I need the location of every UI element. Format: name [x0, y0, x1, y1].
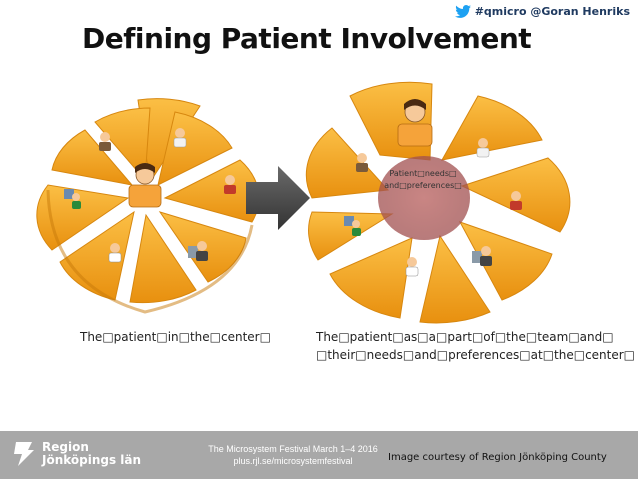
right-caption: The□patient□as□a□part□of□the□team□and□ □… — [316, 328, 636, 364]
specialist-icon — [472, 246, 492, 266]
twitter-bird-icon — [454, 5, 471, 18]
overlay-line: and□preferences□ — [384, 181, 462, 190]
pie-slice — [419, 234, 491, 324]
pie-slice — [51, 129, 134, 186]
computer-user-icon — [344, 216, 361, 236]
specialist-icon — [188, 241, 208, 261]
transition-arrow — [246, 166, 310, 230]
footer-bar — [0, 431, 638, 479]
caregiver-icon — [108, 243, 122, 263]
logo-line: Jönköpings län — [42, 453, 142, 467]
pie-slice — [305, 127, 390, 199]
twitter-tag: #qmicro @Goran Henriks — [454, 5, 630, 18]
doctor-icon — [173, 128, 187, 148]
pie-slice — [329, 237, 413, 319]
computer-user-icon — [64, 189, 81, 209]
staff-icon — [99, 132, 111, 151]
overlay-line: Patient□needs□ — [389, 169, 457, 178]
slide-title: Defining Patient Involvement — [82, 22, 532, 55]
doctor-icon — [476, 138, 490, 158]
pie-slice — [308, 211, 394, 261]
nurse-icon — [224, 175, 236, 194]
involvement-diagram — [36, 81, 571, 324]
region-logo: Region Jönköpings län — [12, 440, 141, 468]
staff-icon — [356, 153, 368, 172]
pie-slice — [458, 221, 553, 301]
right-pie — [305, 81, 571, 324]
pie-slice — [94, 107, 151, 182]
left-caption: The□patient□in□the□center□ — [80, 330, 271, 344]
pie-slice — [36, 184, 130, 251]
pie-slice — [129, 213, 197, 304]
logo-line: Region — [42, 440, 89, 454]
region-logo-icon — [14, 442, 34, 466]
needs-overlay-circle — [378, 156, 470, 240]
pie-slice — [441, 95, 543, 161]
pie-edge — [46, 189, 254, 314]
left-people — [64, 128, 236, 263]
event-title: The Microsystem Festival March 1–4 2016 — [208, 444, 378, 454]
twitter-handle: #qmicro @Goran Henriks — [474, 5, 630, 18]
patient-icon — [397, 99, 433, 147]
needs-overlay-label: Patient□needs□ and□preferences□ — [383, 168, 463, 192]
patient-icon — [128, 163, 162, 208]
right-caption-line: □their□needs□and□preferences□at□the□cent… — [316, 348, 636, 362]
nurse-icon — [510, 191, 522, 210]
right-people — [344, 99, 522, 277]
image-credit: Image courtesy of Region Jönköping Count… — [388, 452, 607, 463]
right-caption-line: The□patient□as□a□part□of□the□team□and□ — [316, 330, 614, 344]
caregiver-icon — [405, 257, 419, 277]
event-info: The Microsystem Festival March 1–4 2016 … — [200, 443, 386, 467]
event-url: plus.rjl.se/microsystemfestival — [233, 456, 353, 466]
